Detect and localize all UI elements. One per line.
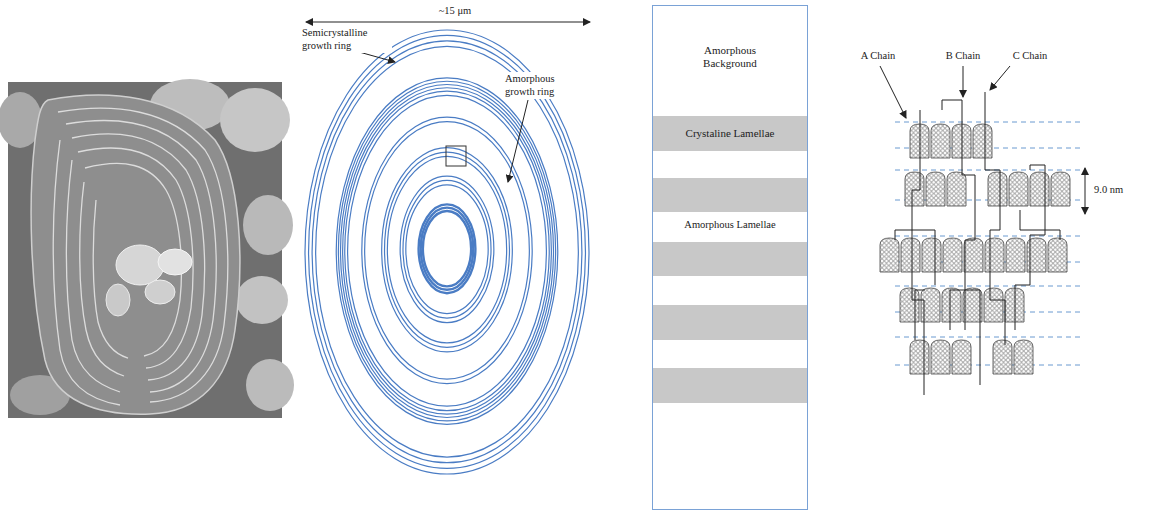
double-helix <box>1030 172 1049 206</box>
double-helix <box>952 340 971 374</box>
growth-ring <box>385 152 510 347</box>
double-helix <box>942 288 961 322</box>
node-text: Amorphous Background <box>684 44 776 70</box>
double-helix <box>922 238 941 272</box>
growth-ring <box>316 46 579 457</box>
chain-label: B Chain <box>933 50 993 63</box>
dashed-lines <box>895 122 1080 365</box>
double-helix <box>985 238 1004 272</box>
growth-ring <box>387 156 506 342</box>
growth-ring <box>423 211 471 286</box>
ring-label: Semicrystalline growth ring <box>300 26 392 53</box>
leader-line <box>880 66 906 118</box>
double-helix <box>973 124 992 158</box>
double-helix <box>1009 172 1028 206</box>
double-helix <box>964 238 983 272</box>
double-helix <box>988 172 1007 206</box>
growth-ring <box>419 204 476 293</box>
growth-ring <box>403 180 491 318</box>
growth-ring <box>336 78 558 424</box>
zoom-box <box>446 146 466 166</box>
double-helix <box>1051 172 1070 206</box>
double-helix <box>984 288 1003 322</box>
double-helix <box>963 288 982 322</box>
leader-line <box>963 66 964 97</box>
growth-ring <box>309 35 586 468</box>
growth-ring <box>406 185 488 314</box>
sem-photo <box>0 79 294 418</box>
double-helix <box>910 340 929 374</box>
chains <box>895 92 1060 395</box>
double-helix <box>1048 238 1067 272</box>
growth-ring <box>365 122 530 380</box>
growth-ring <box>382 148 513 352</box>
growth-ring <box>345 91 549 411</box>
dashed-line <box>895 236 1080 237</box>
scale-arrow <box>306 21 590 22</box>
dimension-arrow <box>1085 168 1086 214</box>
leader-line <box>990 66 1010 90</box>
node-text: Crystaline Lamellae <box>680 127 781 140</box>
double-helix <box>931 340 950 374</box>
growth-ring <box>341 85 554 418</box>
chain-label: A Chain <box>848 50 908 63</box>
growth-ring <box>348 95 547 406</box>
lamellae-bands <box>653 178 807 403</box>
double-helix <box>880 238 899 272</box>
double-helix <box>931 124 950 158</box>
growth-ring <box>421 208 474 290</box>
dashed-line <box>895 122 1080 123</box>
double-helix <box>901 238 920 272</box>
double-helix <box>926 172 945 206</box>
dimension-label: ~15 μm <box>405 5 505 18</box>
double-helix <box>905 172 924 206</box>
growth-ring <box>338 81 555 421</box>
dimension-label: 9.0 nm <box>1094 184 1123 197</box>
crystalline-band: Crystaline Lamellae <box>653 116 807 151</box>
lamellae-label: Amorphous Lamellae <box>652 219 808 232</box>
growth-ring <box>362 117 532 383</box>
dashed-line <box>895 337 1080 338</box>
double-helix <box>943 238 962 272</box>
double-helix <box>900 288 919 322</box>
leader-line <box>508 100 528 182</box>
growth-ring <box>343 88 552 414</box>
growth-ring <box>305 30 589 474</box>
double-helix <box>1014 340 1033 374</box>
growth-ring <box>400 176 494 323</box>
chain-label: C Chain <box>1000 50 1060 63</box>
growth-ring <box>312 41 582 463</box>
growth-rings <box>305 30 589 474</box>
ring-label: Amorphous growth ring <box>503 72 585 99</box>
double-helices <box>880 124 1070 374</box>
dashed-line <box>895 286 1080 287</box>
lamellae-column: Amorphous BackgroundCrystaline Lamellae <box>652 5 808 510</box>
double-helix <box>993 340 1012 374</box>
double-helix <box>1006 238 1025 272</box>
double-helix <box>947 172 966 206</box>
